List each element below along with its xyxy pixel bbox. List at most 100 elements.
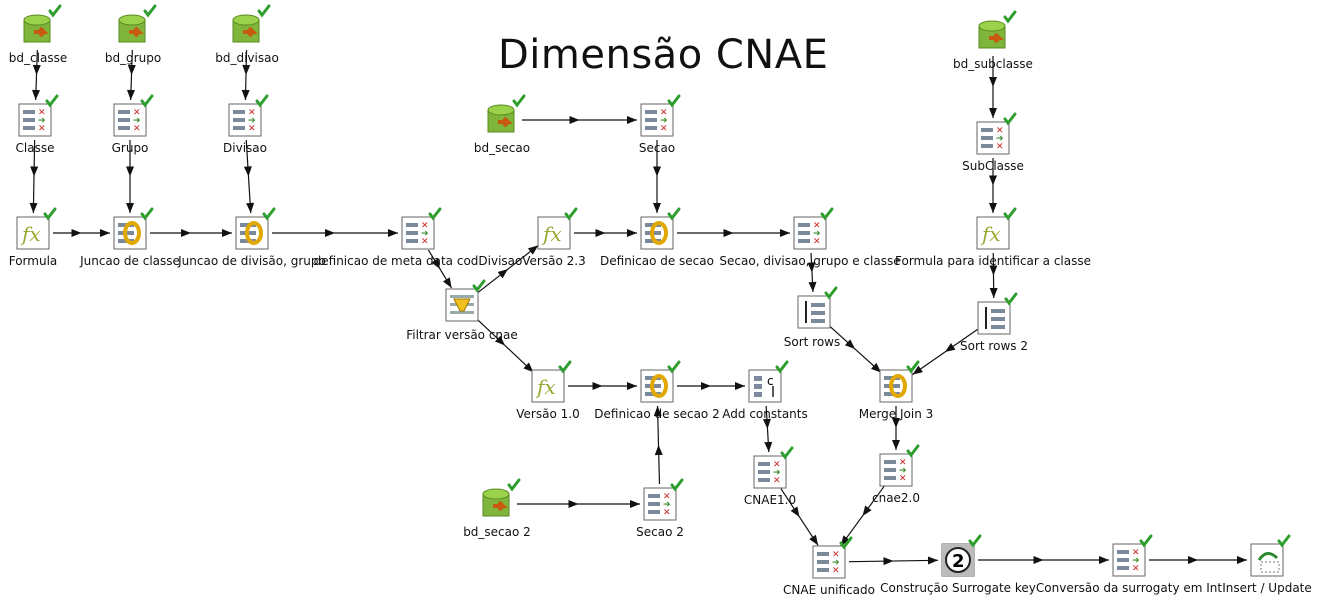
step-versao23[interactable]: fx <box>537 207 578 250</box>
hop-arrow[interactable] <box>780 488 819 546</box>
step-filtrar[interactable] <box>445 279 486 322</box>
hop-arrow[interactable] <box>989 158 997 213</box>
step-definicao-secao2[interactable] <box>640 360 681 403</box>
step-versao10[interactable]: fx <box>531 360 572 403</box>
step-bd-divisao[interactable] <box>232 4 271 43</box>
step-add-constants[interactable]: c <box>748 360 789 403</box>
hop-arrow[interactable] <box>427 249 453 289</box>
svg-text:➔: ➔ <box>133 116 141 126</box>
step-juncao-classe[interactable] <box>113 207 154 250</box>
step-grupo[interactable]: ✕➔✕ <box>113 94 154 137</box>
step-bd-subclasse[interactable] <box>978 10 1017 49</box>
hop-arrow[interactable] <box>653 140 661 213</box>
step-bd-secao[interactable] <box>487 94 526 133</box>
hop-arrow[interactable] <box>243 139 255 214</box>
step-secao-divisao[interactable]: ✕➔✕ <box>793 207 834 250</box>
svg-text:✕: ✕ <box>660 124 668 134</box>
hop-arrow[interactable] <box>912 328 978 376</box>
step-merge-join3[interactable] <box>879 360 920 403</box>
hop-arrow[interactable] <box>892 406 900 450</box>
step-classe[interactable]: ✕➔✕ <box>18 94 59 137</box>
table-input-icon <box>487 104 515 133</box>
step-label: bd_classe <box>8 51 68 65</box>
success-check-icon <box>667 207 681 221</box>
hops-layer <box>29 49 1247 566</box>
step-conversao[interactable]: ✕➔✕ <box>1112 534 1153 577</box>
step-cnae-unificado[interactable]: ✕➔✕ <box>812 536 853 579</box>
hop-arrow[interactable] <box>53 229 110 237</box>
svg-text:✕: ✕ <box>832 566 840 576</box>
step-label: bd_secao 2 <box>463 525 531 539</box>
step-definicao-meta[interactable]: ✕➔✕ <box>401 207 442 250</box>
hop-arrow[interactable] <box>989 56 997 118</box>
step-cnae10[interactable]: ✕➔✕ <box>753 446 794 489</box>
hop-arrow[interactable] <box>574 229 637 237</box>
hop-arrow[interactable] <box>677 382 745 390</box>
hop-arrow[interactable] <box>828 324 882 374</box>
success-check-icon <box>1004 292 1018 306</box>
insert-update-icon <box>1250 543 1284 577</box>
step-formula[interactable]: fx <box>16 207 57 250</box>
svg-text:✕: ✕ <box>1132 564 1140 574</box>
step-secao2[interactable]: ✕➔✕ <box>643 478 684 521</box>
step-bd-grupo[interactable] <box>118 4 157 43</box>
hop-arrow[interactable] <box>840 485 885 547</box>
step-label: Conversão da surrogaty em Int <box>1035 581 1223 595</box>
hop-arrow[interactable] <box>32 49 41 101</box>
svg-text:✕: ✕ <box>421 237 429 247</box>
hop-arrow[interactable] <box>978 556 1109 564</box>
hop-arrow[interactable] <box>522 116 637 124</box>
hop-arrow[interactable] <box>1149 556 1247 564</box>
step-bd-secao2[interactable] <box>482 478 521 517</box>
svg-text:✕: ✕ <box>899 458 907 468</box>
hop-arrow[interactable] <box>272 229 398 237</box>
svg-text:✕: ✕ <box>1132 548 1140 558</box>
step-subclasse[interactable]: ✕➔✕ <box>976 112 1017 155</box>
hop-arrow[interactable] <box>477 244 539 294</box>
svg-text:✕: ✕ <box>248 108 256 118</box>
join-icon <box>113 216 147 250</box>
step-formula-classe[interactable]: fx <box>976 207 1017 250</box>
select-values-icon: ✕➔✕ <box>753 455 787 489</box>
step-surrogate[interactable]: 2 <box>941 534 982 577</box>
table-input-icon <box>232 14 260 43</box>
step-juncao-divisao[interactable] <box>235 207 276 250</box>
hop-arrow[interactable] <box>807 252 817 293</box>
step-bd-classe[interactable] <box>23 4 62 43</box>
step-sort-rows2[interactable] <box>977 292 1018 335</box>
table-input-icon <box>482 488 510 517</box>
hop-arrow[interactable] <box>517 500 640 508</box>
hop-arrow[interactable] <box>989 252 998 299</box>
select-values-icon: ✕➔✕ <box>643 487 677 521</box>
hop-arrow[interactable] <box>848 556 939 566</box>
hop-arrow[interactable] <box>150 229 232 237</box>
hop-arrow[interactable] <box>677 229 790 237</box>
step-secao[interactable]: ✕➔✕ <box>640 94 681 137</box>
hop-arrow[interactable] <box>476 318 534 373</box>
hop-arrow[interactable] <box>568 382 637 390</box>
success-check-icon <box>667 360 681 374</box>
step-definicao-secao[interactable] <box>640 207 681 250</box>
success-check-icon <box>1003 10 1017 24</box>
step-label: Secao <box>638 141 676 155</box>
hop-arrow[interactable] <box>126 140 134 213</box>
svg-text:➔: ➔ <box>421 229 429 239</box>
svg-text:✕: ✕ <box>248 124 256 134</box>
hop-arrow[interactable] <box>653 405 663 485</box>
svg-text:✕: ✕ <box>813 221 821 231</box>
step-label: Insert / Update <box>1222 581 1312 595</box>
success-check-icon <box>257 4 271 18</box>
step-divisao[interactable]: ✕➔✕ <box>228 94 269 137</box>
hop-arrow[interactable] <box>29 139 39 214</box>
step-insert-update[interactable] <box>1250 534 1291 577</box>
svg-text:fx: fx <box>535 375 556 399</box>
join-icon <box>640 216 674 250</box>
step-cnae20[interactable]: ✕➔✕ <box>879 444 920 487</box>
hop-arrow[interactable] <box>241 49 251 101</box>
step-sort-rows[interactable] <box>797 286 838 329</box>
hop-arrow[interactable] <box>762 405 773 453</box>
success-check-icon <box>558 360 572 374</box>
success-check-icon <box>1139 534 1153 548</box>
hop-arrow[interactable] <box>127 49 136 101</box>
